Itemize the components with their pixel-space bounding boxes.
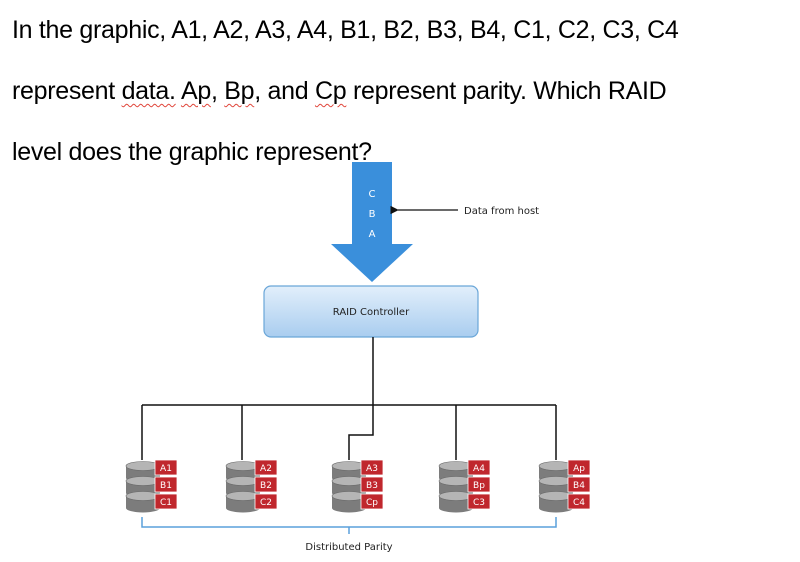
data-block: A3 bbox=[360, 459, 384, 476]
distributed-parity-bracket bbox=[141, 517, 557, 534]
data-block-label: C2 bbox=[260, 498, 272, 508]
distributed-parity-label: Distributed Parity bbox=[305, 542, 392, 553]
data-block: C1 bbox=[154, 493, 178, 510]
connection-lines bbox=[141, 337, 557, 460]
data-block: A4 bbox=[467, 459, 491, 476]
data-block: Cp bbox=[360, 493, 384, 510]
question-line-3: level does the graphic represent? bbox=[12, 138, 372, 166]
data-block-label: C4 bbox=[573, 498, 585, 508]
spellcheck-word-data: data. bbox=[121, 77, 176, 105]
data-block-label: A3 bbox=[366, 464, 378, 474]
data-block: Bp bbox=[467, 476, 491, 493]
disk-icon bbox=[125, 461, 161, 513]
data-block-label: Ap bbox=[573, 464, 585, 474]
question-line-2-comma: , bbox=[210, 77, 225, 105]
spellcheck-word-ap: Ap bbox=[180, 77, 211, 105]
data-block-label: Bp bbox=[473, 481, 485, 491]
data-block-label: B4 bbox=[573, 481, 585, 491]
question-line-1: In the graphic, A1, A2, A3, A4, B1, B2, … bbox=[12, 16, 679, 44]
arrow-letter-c: C bbox=[369, 189, 376, 200]
arrow-letter-b: B bbox=[369, 209, 376, 220]
data-block-label: B3 bbox=[366, 481, 378, 491]
question-line-2: represent data. Ap, Bp, and Cp represent… bbox=[12, 61, 797, 122]
raid-controller-label: RAID Controller bbox=[333, 307, 410, 318]
disk-icon bbox=[438, 461, 474, 513]
data-block-label: A4 bbox=[473, 464, 485, 474]
data-block: C4 bbox=[567, 493, 591, 510]
spellcheck-word-cp: Cp bbox=[314, 77, 347, 105]
raid-controller-box bbox=[263, 285, 479, 338]
spellcheck-word-bp: Bp bbox=[224, 77, 255, 105]
host-label: Data from host bbox=[464, 206, 539, 217]
data-block-label: C1 bbox=[160, 498, 172, 508]
disk-icon bbox=[331, 461, 367, 513]
data-block: Ap bbox=[567, 459, 591, 476]
data-block: B3 bbox=[360, 476, 384, 493]
data-block-label: B2 bbox=[260, 481, 272, 491]
question-line-2-end: represent parity. Which RAID bbox=[346, 77, 667, 105]
data-block-label: A1 bbox=[160, 464, 172, 474]
question-line-2-and: , and bbox=[254, 77, 315, 105]
data-block: A2 bbox=[254, 459, 278, 476]
host-data-arrow: C B A bbox=[331, 162, 413, 282]
data-block-label: C3 bbox=[473, 498, 485, 508]
arrow-letter-a: A bbox=[369, 229, 376, 240]
data-block: C2 bbox=[254, 493, 278, 510]
data-block-label: Cp bbox=[366, 498, 378, 508]
data-block: B4 bbox=[567, 476, 591, 493]
data-block-label: A2 bbox=[260, 464, 272, 474]
data-block: B2 bbox=[254, 476, 278, 493]
data-block: C3 bbox=[467, 493, 491, 510]
question-text: In the graphic, A1, A2, A3, A4, B1, B2, … bbox=[12, 0, 797, 183]
data-block-label: B1 bbox=[160, 481, 172, 491]
question-line-2-start: represent bbox=[12, 77, 122, 105]
data-block: A1 bbox=[154, 459, 178, 476]
disk-icon bbox=[538, 461, 574, 513]
data-block: B1 bbox=[154, 476, 178, 493]
